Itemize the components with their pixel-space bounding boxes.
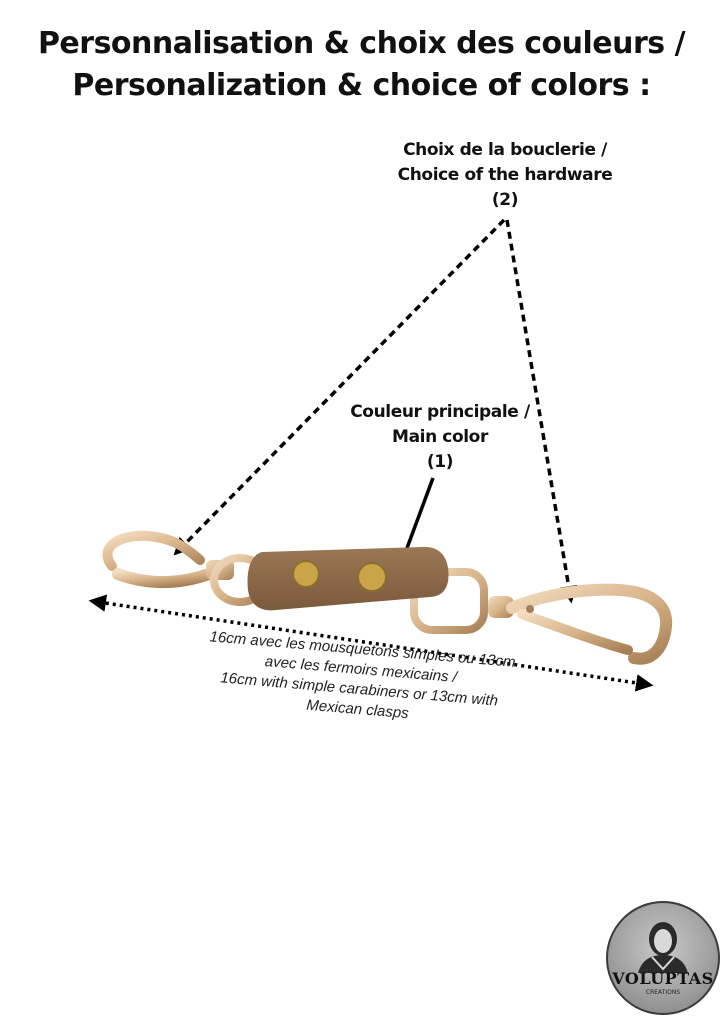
main-color-label-french: Couleur principale / <box>350 402 530 422</box>
hardware-arrow-right <box>505 219 578 604</box>
logo-name: VOLUPTAS <box>612 969 714 988</box>
main-color-label-english: Main color <box>392 427 488 447</box>
main-color-label-number: (1) <box>426 452 454 472</box>
right-snap-hook <box>488 583 673 665</box>
hardware-label-english: Choice of the hardware <box>397 165 613 185</box>
hardware-label: Choix de la bouclerie / Choice of the ha… <box>385 138 625 213</box>
middle-ring <box>410 568 488 634</box>
dimension-arrow <box>88 594 654 692</box>
logo-subtitle: CREATIONS <box>645 989 681 996</box>
leather-strap <box>247 546 449 611</box>
hardware-arrow-left <box>173 218 506 556</box>
page-title-english: Personalization & choice of colors : <box>72 68 651 103</box>
hardware-label-number: (2) <box>491 190 519 210</box>
page-title-french: Personnalisation & choix des couleurs / <box>37 26 686 61</box>
logo-portrait-icon <box>638 922 688 973</box>
hardware-label-french: Choix de la bouclerie / <box>403 140 607 160</box>
left-snap-hook <box>102 530 270 606</box>
main-color-label: Couleur principale / Main color (1) <box>320 400 560 475</box>
brand-logo: VOLUPTAS CREATIONS <box>606 901 720 1015</box>
